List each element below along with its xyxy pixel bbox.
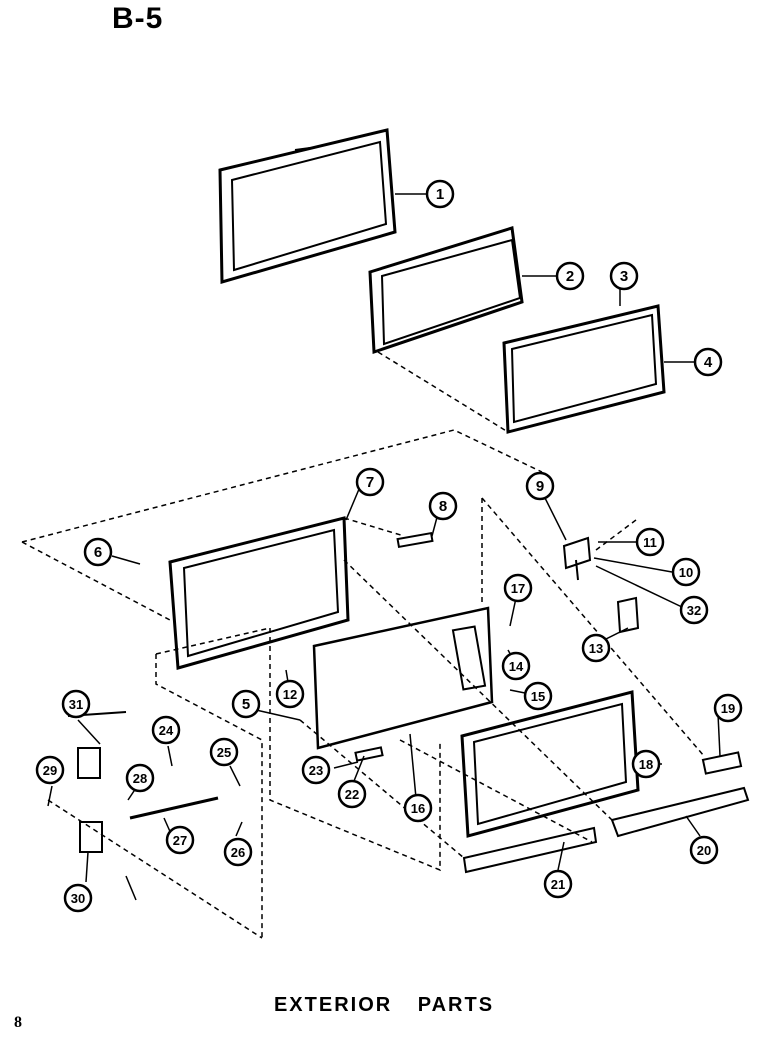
callout-label-10: 10 [679, 565, 693, 580]
part-4-panel [502, 304, 666, 434]
callout-label-7: 7 [366, 474, 374, 491]
part-13-bracket [616, 596, 640, 634]
callout-circle-10 [671, 557, 701, 587]
part-31-plate [77, 747, 101, 779]
callout-circle-17 [503, 573, 533, 603]
part-2-sleeve [368, 226, 524, 355]
callout-circle-5 [231, 689, 261, 719]
callout-label-6: 6 [94, 544, 102, 561]
callout-circle-16 [403, 793, 433, 823]
callout-circle-11 [635, 527, 665, 557]
callout-circle-27 [165, 825, 195, 855]
part-7-inner-frame [168, 516, 350, 670]
callout-circle-29 [35, 755, 65, 785]
callout-label-32: 32 [687, 603, 701, 618]
callout-circle-22 [337, 779, 367, 809]
callout-label-1: 1 [436, 186, 444, 203]
part-21-strip [462, 826, 598, 874]
callout-circle-24 [151, 715, 181, 745]
callout-circle-2 [555, 261, 585, 291]
part-16-back-panel [312, 606, 494, 750]
callout-label-4: 4 [704, 354, 713, 371]
part-1-front-frame [218, 128, 397, 284]
callout-label-31: 31 [69, 697, 83, 712]
callout-circle-4 [693, 347, 723, 377]
callout-label-21: 21 [551, 877, 565, 892]
callout-label-5: 5 [242, 696, 250, 713]
callout-circle-12 [275, 679, 305, 709]
callout-label-2: 2 [566, 268, 574, 285]
callout-label-12: 12 [283, 687, 297, 702]
part-20-tray [610, 786, 750, 838]
callout-circle-9 [525, 471, 555, 501]
part-18-lower-frame [460, 690, 640, 838]
callout-label-23: 23 [309, 763, 323, 778]
callout-label-17: 17 [511, 581, 525, 596]
callout-label-26: 26 [231, 845, 245, 860]
callout-label-24: 24 [159, 723, 174, 738]
callout-label-8: 8 [439, 498, 447, 515]
callout-label-19: 19 [721, 701, 735, 716]
callout-circle-18 [631, 749, 661, 779]
callout-circle-1 [425, 179, 455, 209]
page-number: 8 [14, 1014, 22, 1031]
part-30-plate [79, 821, 103, 853]
callout-label-14: 14 [509, 659, 524, 674]
callout-label-25: 25 [217, 745, 231, 760]
callout-label-20: 20 [697, 843, 711, 858]
part-27-rod [129, 796, 219, 820]
callout-circle-25 [209, 737, 239, 767]
callout-label-18: 18 [639, 757, 653, 772]
callout-circle-23 [301, 755, 331, 785]
callout-circle-20 [689, 835, 719, 865]
callout-label-30: 30 [71, 891, 85, 906]
callout-circle-8 [428, 491, 458, 521]
callout-label-13: 13 [589, 641, 603, 656]
callout-label-29: 29 [43, 763, 57, 778]
callout-circle-15 [523, 681, 553, 711]
callout-circle-21 [543, 869, 573, 899]
callout-circle-14 [501, 651, 531, 681]
callout-label-28: 28 [133, 771, 147, 786]
callout-circle-7 [355, 467, 385, 497]
callout-label-9: 9 [536, 478, 544, 495]
part-23-spring [354, 746, 384, 762]
callout-label-11: 11 [643, 535, 657, 550]
callout-circle-3 [609, 261, 639, 291]
part-9-bracket [562, 536, 592, 581]
callout-circle-32 [679, 595, 709, 625]
callout-circle-30 [63, 883, 93, 913]
callout-circle-31 [61, 689, 91, 719]
callout-circle-6 [83, 537, 113, 567]
part-8-hinge [396, 531, 434, 549]
callout-label-27: 27 [173, 833, 187, 848]
callout-circle-13 [581, 633, 611, 663]
callout-label-15: 15 [531, 689, 545, 704]
diagram-code: B-5 [112, 2, 164, 35]
callout-circle-28 [125, 763, 155, 793]
diagram-title: EXTERIOR PARTS [273, 994, 495, 1016]
callout-label-3: 3 [620, 268, 628, 285]
callout-label-16: 16 [411, 801, 425, 816]
part-19-block [701, 751, 743, 775]
callout-circle-19 [713, 693, 743, 723]
callout-circle-26 [223, 837, 253, 867]
callout-label-22: 22 [345, 787, 359, 802]
